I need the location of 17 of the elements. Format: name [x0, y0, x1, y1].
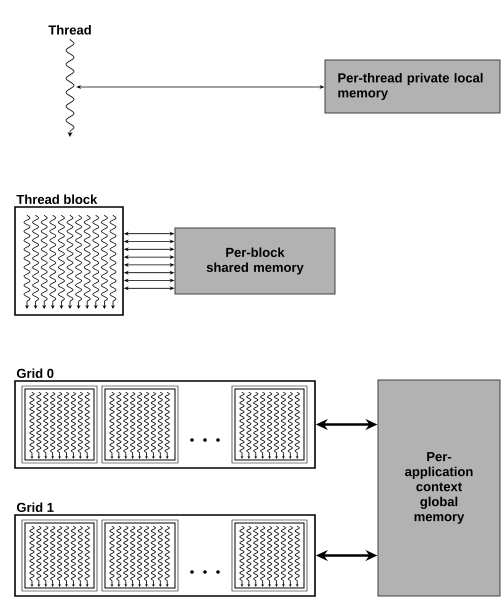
node-label: Thread — [48, 25, 91, 35]
thread-block-box — [102, 520, 178, 592]
memory-box: Per-thread private local memory — [324, 60, 500, 114]
grid-box: Grid 0 — [14, 368, 316, 469]
thread-drawing: Thread — [48, 25, 91, 137]
grid-box: Grid 1 — [14, 502, 316, 597]
node-label: Grid 0 — [16, 368, 54, 378]
node-label: Thread block — [16, 194, 98, 204]
thread-block-box — [232, 520, 308, 592]
thread-block-box: Thread block — [14, 194, 124, 316]
thread-block-box — [22, 520, 98, 592]
memory-box: Per-application context global memory — [378, 380, 500, 596]
thread-block-box — [232, 386, 308, 464]
thread-block-box — [22, 386, 98, 464]
node-label: Grid 1 — [16, 502, 54, 512]
memory-box: Per-block shared memory — [174, 228, 336, 294]
thread-block-box — [102, 386, 178, 464]
